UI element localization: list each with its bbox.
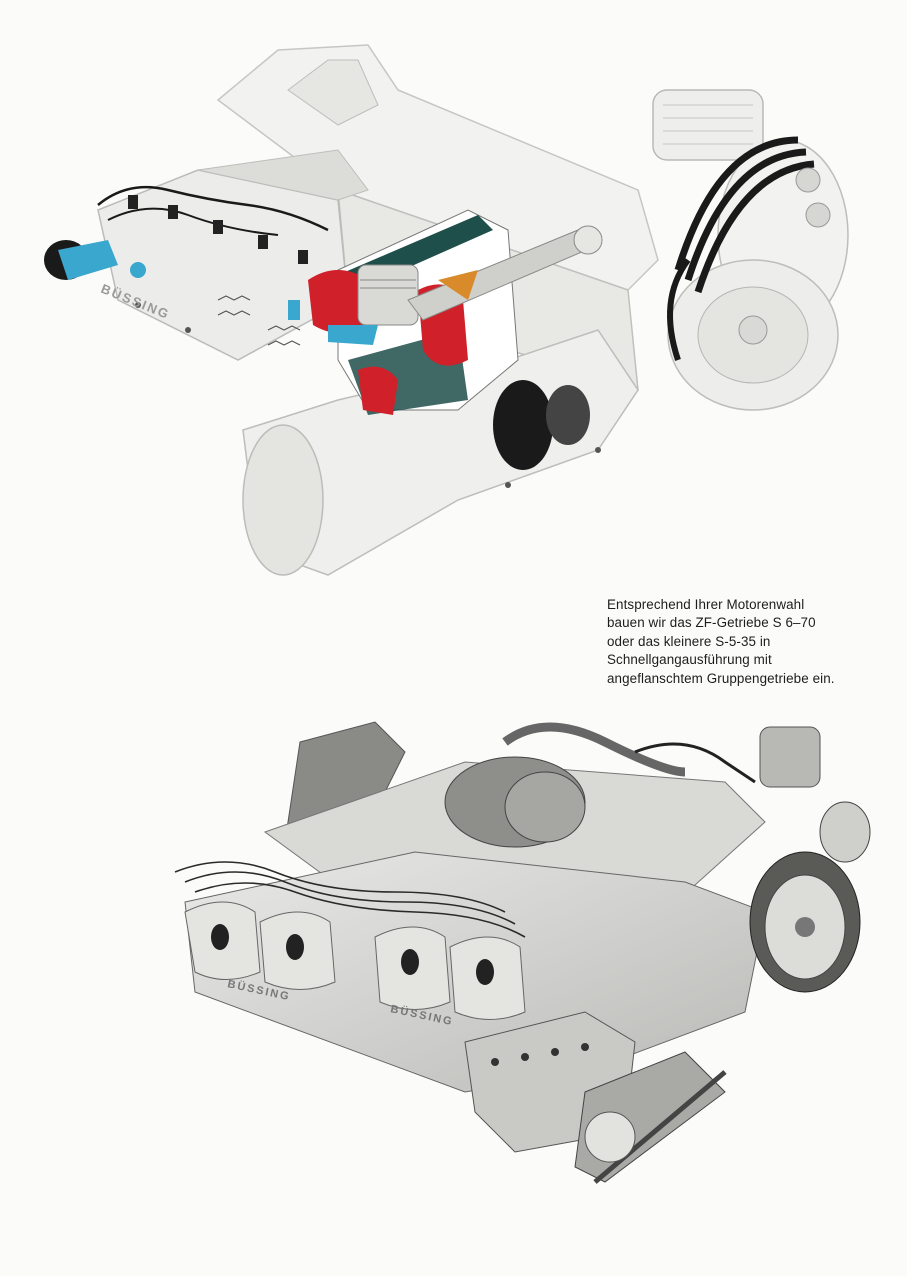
caption-line-5: angeflanschtem Gruppengetriebe ein.: [607, 670, 835, 686]
engine-photograph: BÜSSING BÜSSING: [165, 712, 875, 1232]
caption-line-4: Schnellgangausführung mit: [607, 652, 772, 668]
caption-line-1: Entsprechend Ihrer Motorenwahl: [607, 597, 805, 612]
caption-line-3: oder das kleinere S-5-35 in: [607, 633, 771, 649]
caption-text: Entsprechend Ihrer Motorenwahl bauen wir…: [607, 596, 897, 688]
engine-cutaway-illustration: BÜSSING: [38, 30, 868, 590]
caption-line-2: bauen wir das ZF-Getriebe S 6–70: [607, 615, 816, 631]
